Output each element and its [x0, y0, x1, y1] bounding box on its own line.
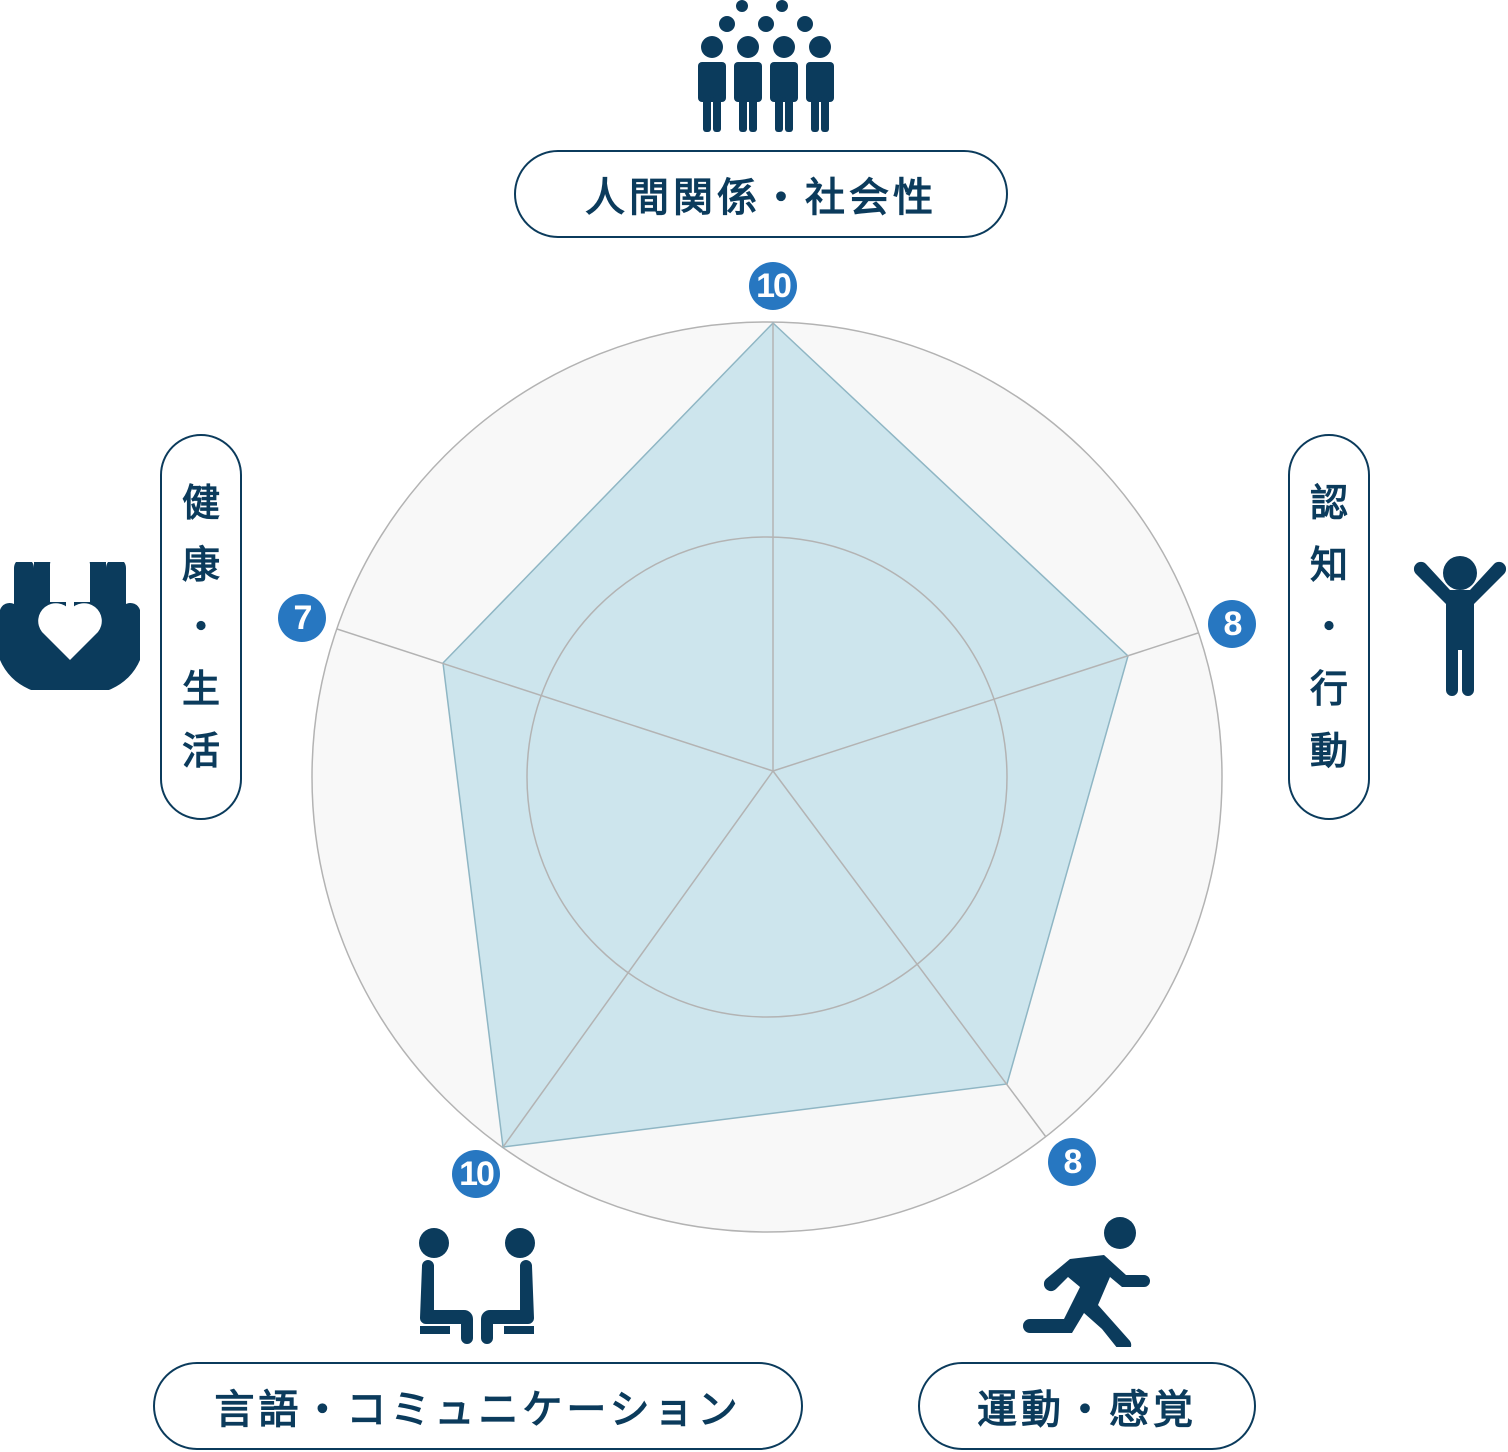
value-badge-left: 7: [278, 594, 326, 642]
axis-label-cognition: 認 知 ・ 行 動: [1288, 434, 1370, 820]
value-badge-bottom-right: 8: [1048, 1138, 1096, 1186]
running-person-icon: [1023, 1217, 1150, 1347]
person-arms-raised-icon: [1413, 556, 1507, 696]
data-polygon: [442, 321, 1129, 1148]
label-char: 動: [1309, 729, 1348, 773]
value-badge-bottom-left: 10: [452, 1150, 500, 1198]
label-char: 健: [181, 481, 220, 525]
group-of-people-icon: [698, 0, 834, 132]
label-char: ・: [181, 605, 220, 649]
value-badge-top: 10: [749, 262, 797, 310]
label-char: 認: [1309, 481, 1348, 525]
axis-label-motor: 運動・感覚: [918, 1362, 1256, 1450]
label-char: ・: [1309, 605, 1348, 649]
inner-ring: [526, 536, 1008, 1018]
label-char: 知: [1309, 543, 1348, 587]
hands-holding-heart-icon: [0, 562, 140, 690]
label-char: 生: [181, 667, 220, 711]
two-people-talking-icon: [419, 1228, 535, 1344]
axis-spokes: [336, 323, 1199, 1148]
value-badge-right: 8: [1208, 600, 1256, 648]
label-char: 康: [181, 543, 220, 587]
label-char: 活: [181, 729, 220, 773]
axis-label-health: 健 康 ・ 生 活: [160, 434, 242, 820]
axis-label-social-text: 人間関係・社会性: [585, 175, 937, 221]
label-char: 行: [1309, 667, 1348, 711]
axis-label-language: 言語・コミュニケーション: [153, 1362, 803, 1450]
axis-label-motor-text: 運動・感覚: [977, 1387, 1197, 1433]
axis-label-social: 人間関係・社会性: [514, 150, 1008, 238]
axis-label-language-text: 言語・コミュニケーション: [214, 1387, 742, 1433]
